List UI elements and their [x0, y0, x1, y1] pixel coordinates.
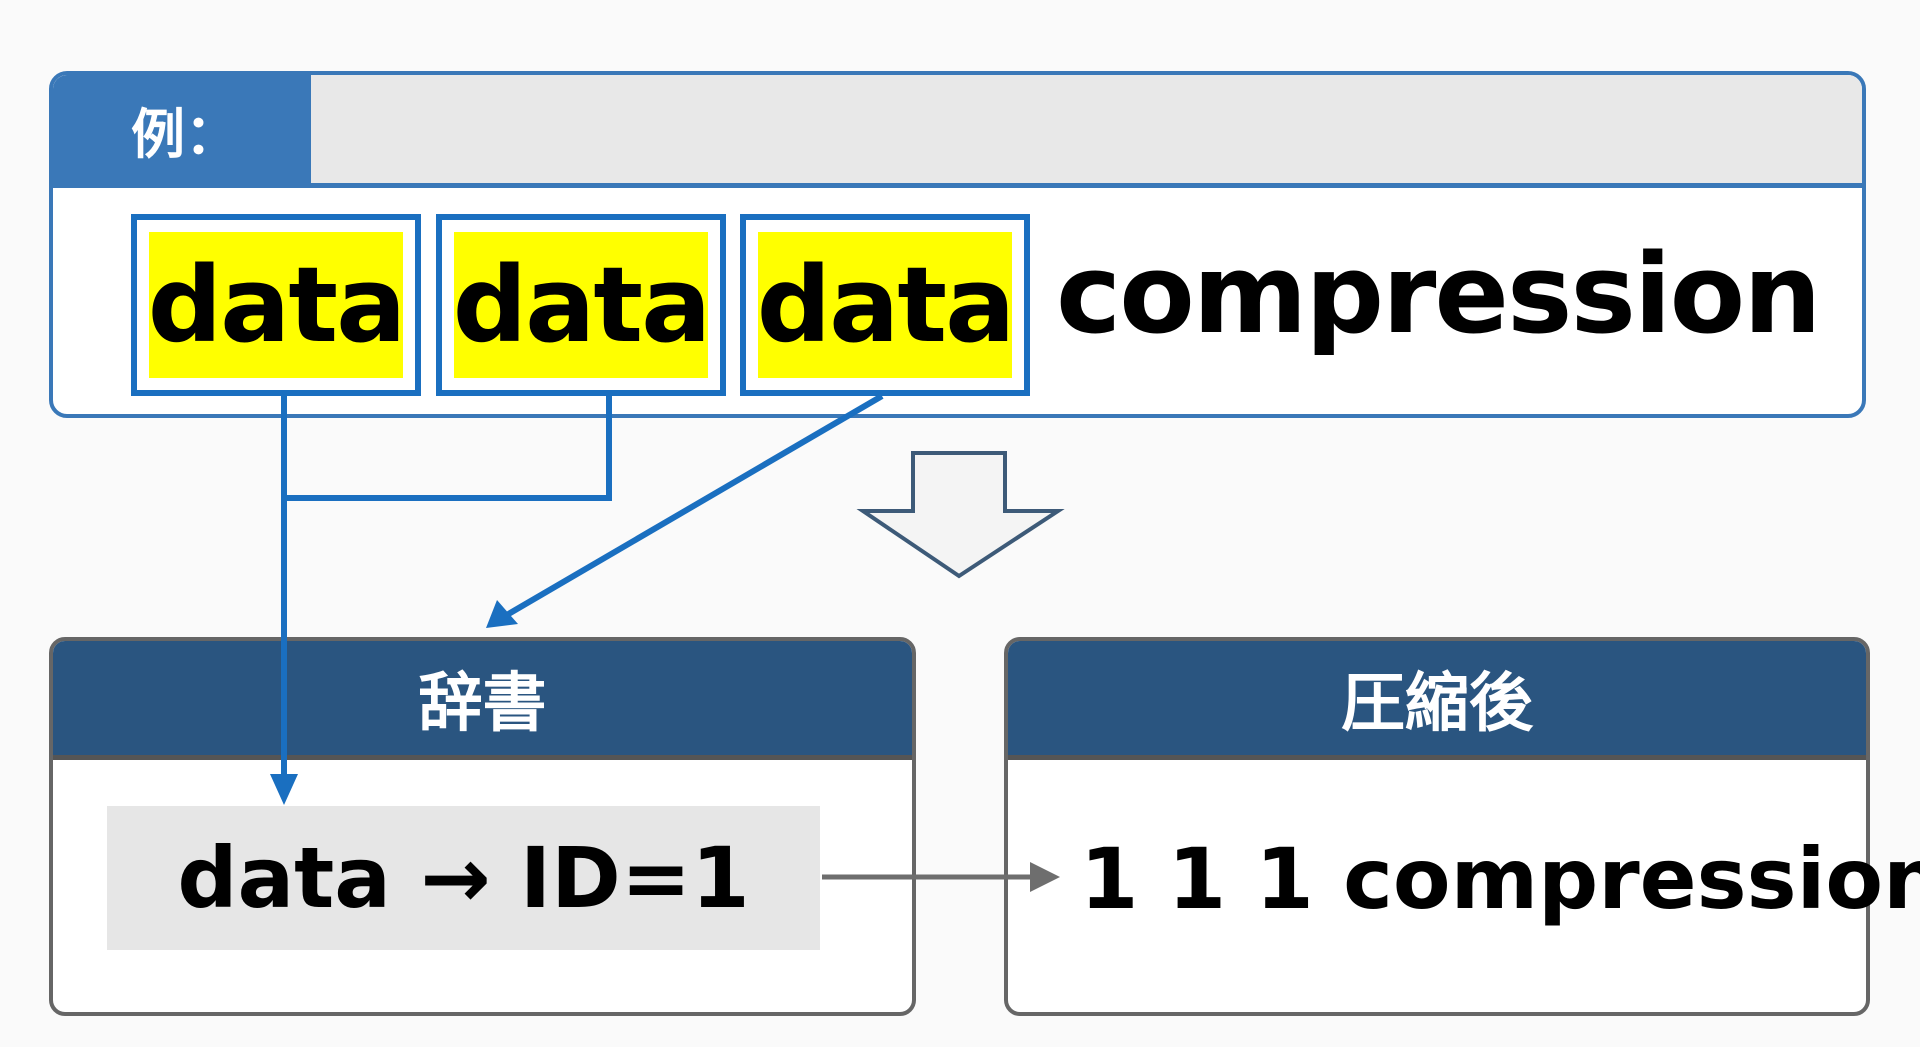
example-header-bar — [53, 75, 1862, 188]
word-box-3: data — [740, 214, 1030, 396]
word-box-1: data — [131, 214, 421, 396]
example-label: 例： — [53, 75, 311, 183]
down-arrow-icon — [856, 451, 1065, 579]
compressed-panel: 圧縮後 — [1004, 637, 1870, 1016]
arrowhead-down — [270, 774, 298, 805]
word-box-2: data — [436, 214, 726, 396]
highlighted-word: data — [148, 232, 406, 378]
compressed-title: 圧縮後 — [1008, 641, 1866, 760]
highlighted-word: data — [757, 232, 1015, 378]
result-arrowhead — [1030, 862, 1060, 892]
compressed-result: 1 1 1 compression — [1080, 830, 1920, 928]
dictionary-title: 辞書 — [53, 641, 912, 760]
arrowhead-diagonal — [486, 600, 518, 628]
tail-word: compression — [1056, 230, 1822, 358]
connector-word3 — [503, 393, 884, 619]
highlighted-word: data — [453, 232, 711, 378]
dictionary-entry: data → ID=1 — [107, 806, 820, 950]
connector-word2 — [284, 396, 612, 501]
